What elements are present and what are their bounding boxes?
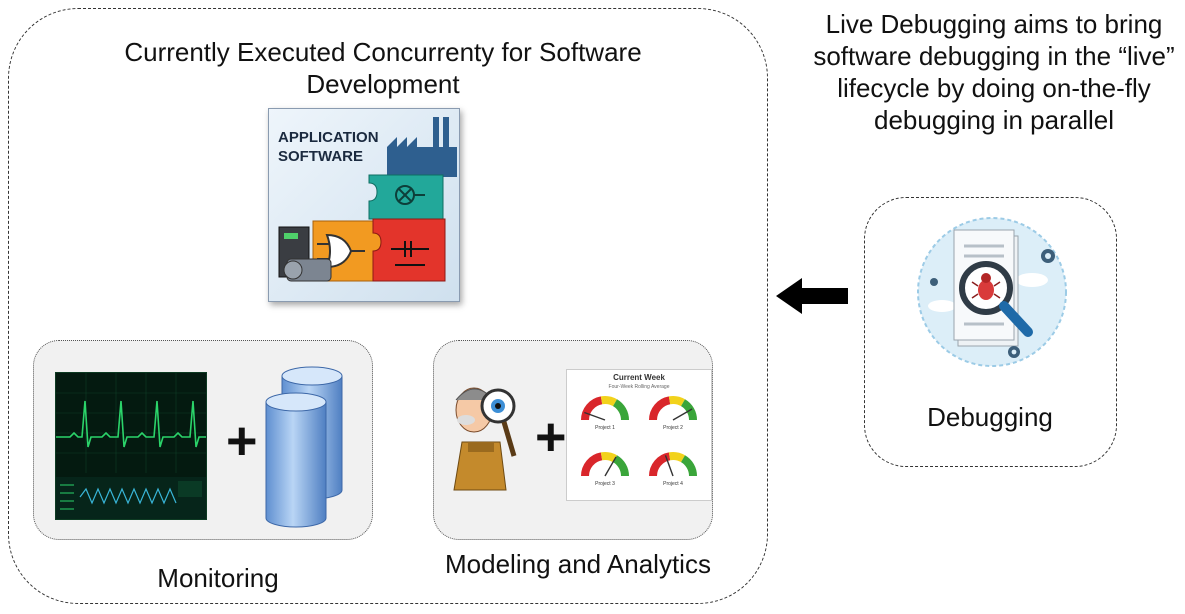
database-icon [265,366,343,528]
gauge-label: Project 2 [663,425,683,431]
gauge-label: Project 3 [595,481,615,487]
gauge-band [600,452,617,463]
application-software-label: APPLICATION SOFTWARE [278,129,379,165]
left-arrow-icon [776,278,848,314]
gauge-band [680,455,697,477]
detective-magnifier-icon [453,387,517,491]
dashboard-title: Current Week [613,373,665,382]
detective-figure [444,372,526,494]
gauge-needle [672,408,693,421]
live-debugging-description: Live Debugging aims to bring software de… [813,9,1175,135]
gauge-label: Project 4 [663,481,683,487]
gauge-band [612,455,629,477]
application-software-puzzle-icon [278,117,457,282]
main-title: Currently Executed Concurrenty for Softw… [124,37,642,99]
debugging-illustration [914,212,1074,382]
main-frame [8,8,768,604]
gauge-needle [584,411,606,421]
gauge-needle [604,456,617,477]
gauge-needle [664,455,674,477]
gauge-band [668,452,685,463]
gauge-band [668,396,685,407]
application-software-card [268,108,460,302]
monitoring-label: Monitoring [157,563,279,593]
gauge-band [600,396,617,407]
gauge-band [649,396,671,421]
gauge-band [612,399,629,421]
bug-search-document-icon [917,217,1067,367]
dashboard-subtitle: Four-Week Rolling Average [609,384,670,390]
plus-sign-monitoring: + [226,411,258,471]
gauge-dashboard: Current Week Four-Week Rolling Average P… [566,369,712,501]
plus-sign-modeling: + [535,407,567,467]
ecg-monitor [55,372,207,520]
gauge-band [581,396,603,421]
ecg-monitor-icon [56,373,206,519]
left-arrow [776,276,850,316]
debugging-label: Debugging [927,402,1053,432]
gauge-dashboard-icon: Current Week Four-Week Rolling Average P… [581,373,697,487]
gauge-band [649,452,671,477]
database-stack [262,362,362,532]
gauge-label: Project 1 [595,425,615,431]
debugging-frame [864,197,1117,467]
gauge-band [581,452,603,477]
modeling-analytics-label: Modeling and Analytics [445,549,711,579]
